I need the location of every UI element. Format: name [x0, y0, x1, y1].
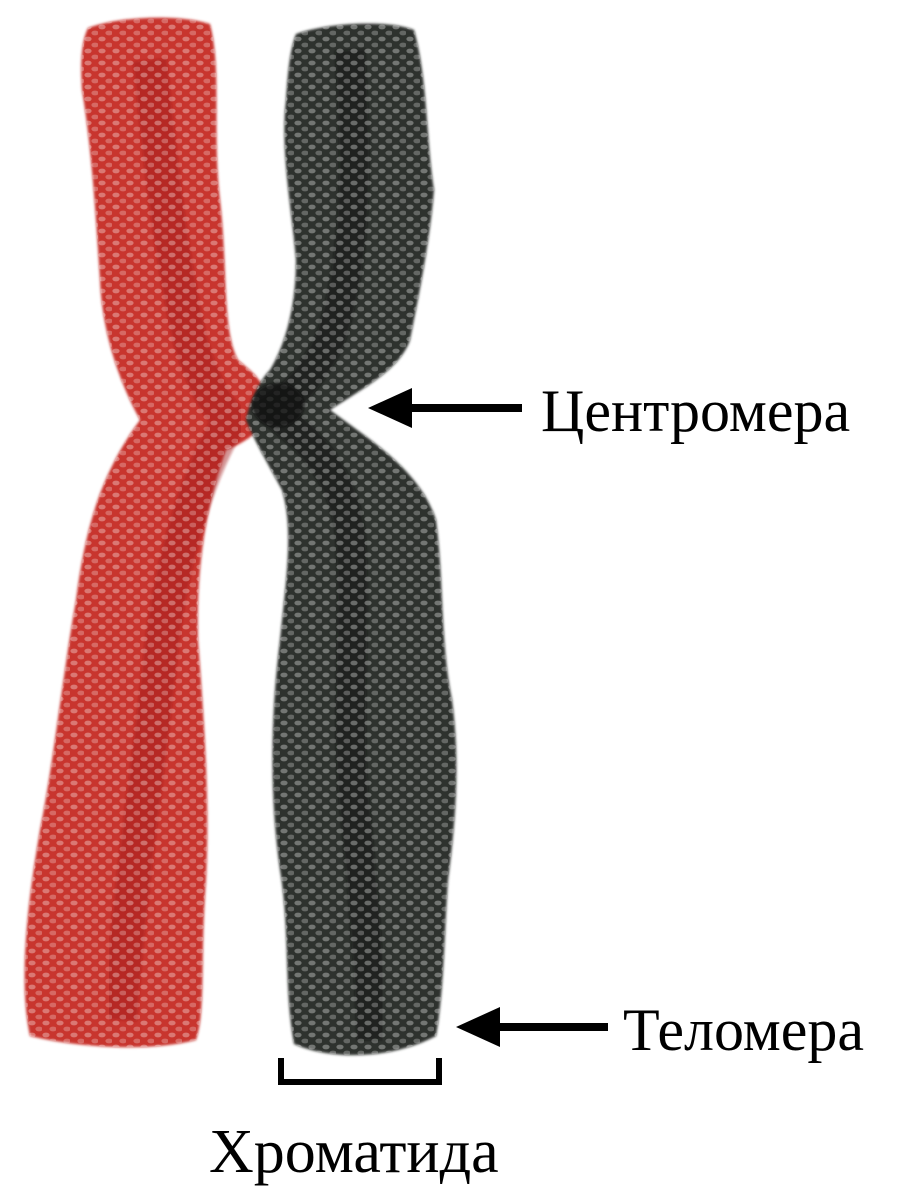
right-chromatid: [246, 24, 456, 1056]
arrow-left-icon: [456, 1007, 608, 1047]
centromere-region: [252, 383, 304, 427]
centromere-label: Центромера: [541, 381, 850, 441]
telomere-label: Теломера: [623, 1000, 864, 1060]
bracket-icon: [281, 1058, 439, 1082]
arrow-left-icon: [368, 388, 522, 428]
left-chromatid: [25, 18, 268, 1048]
chromatid-label: Хроматида: [209, 1121, 499, 1183]
